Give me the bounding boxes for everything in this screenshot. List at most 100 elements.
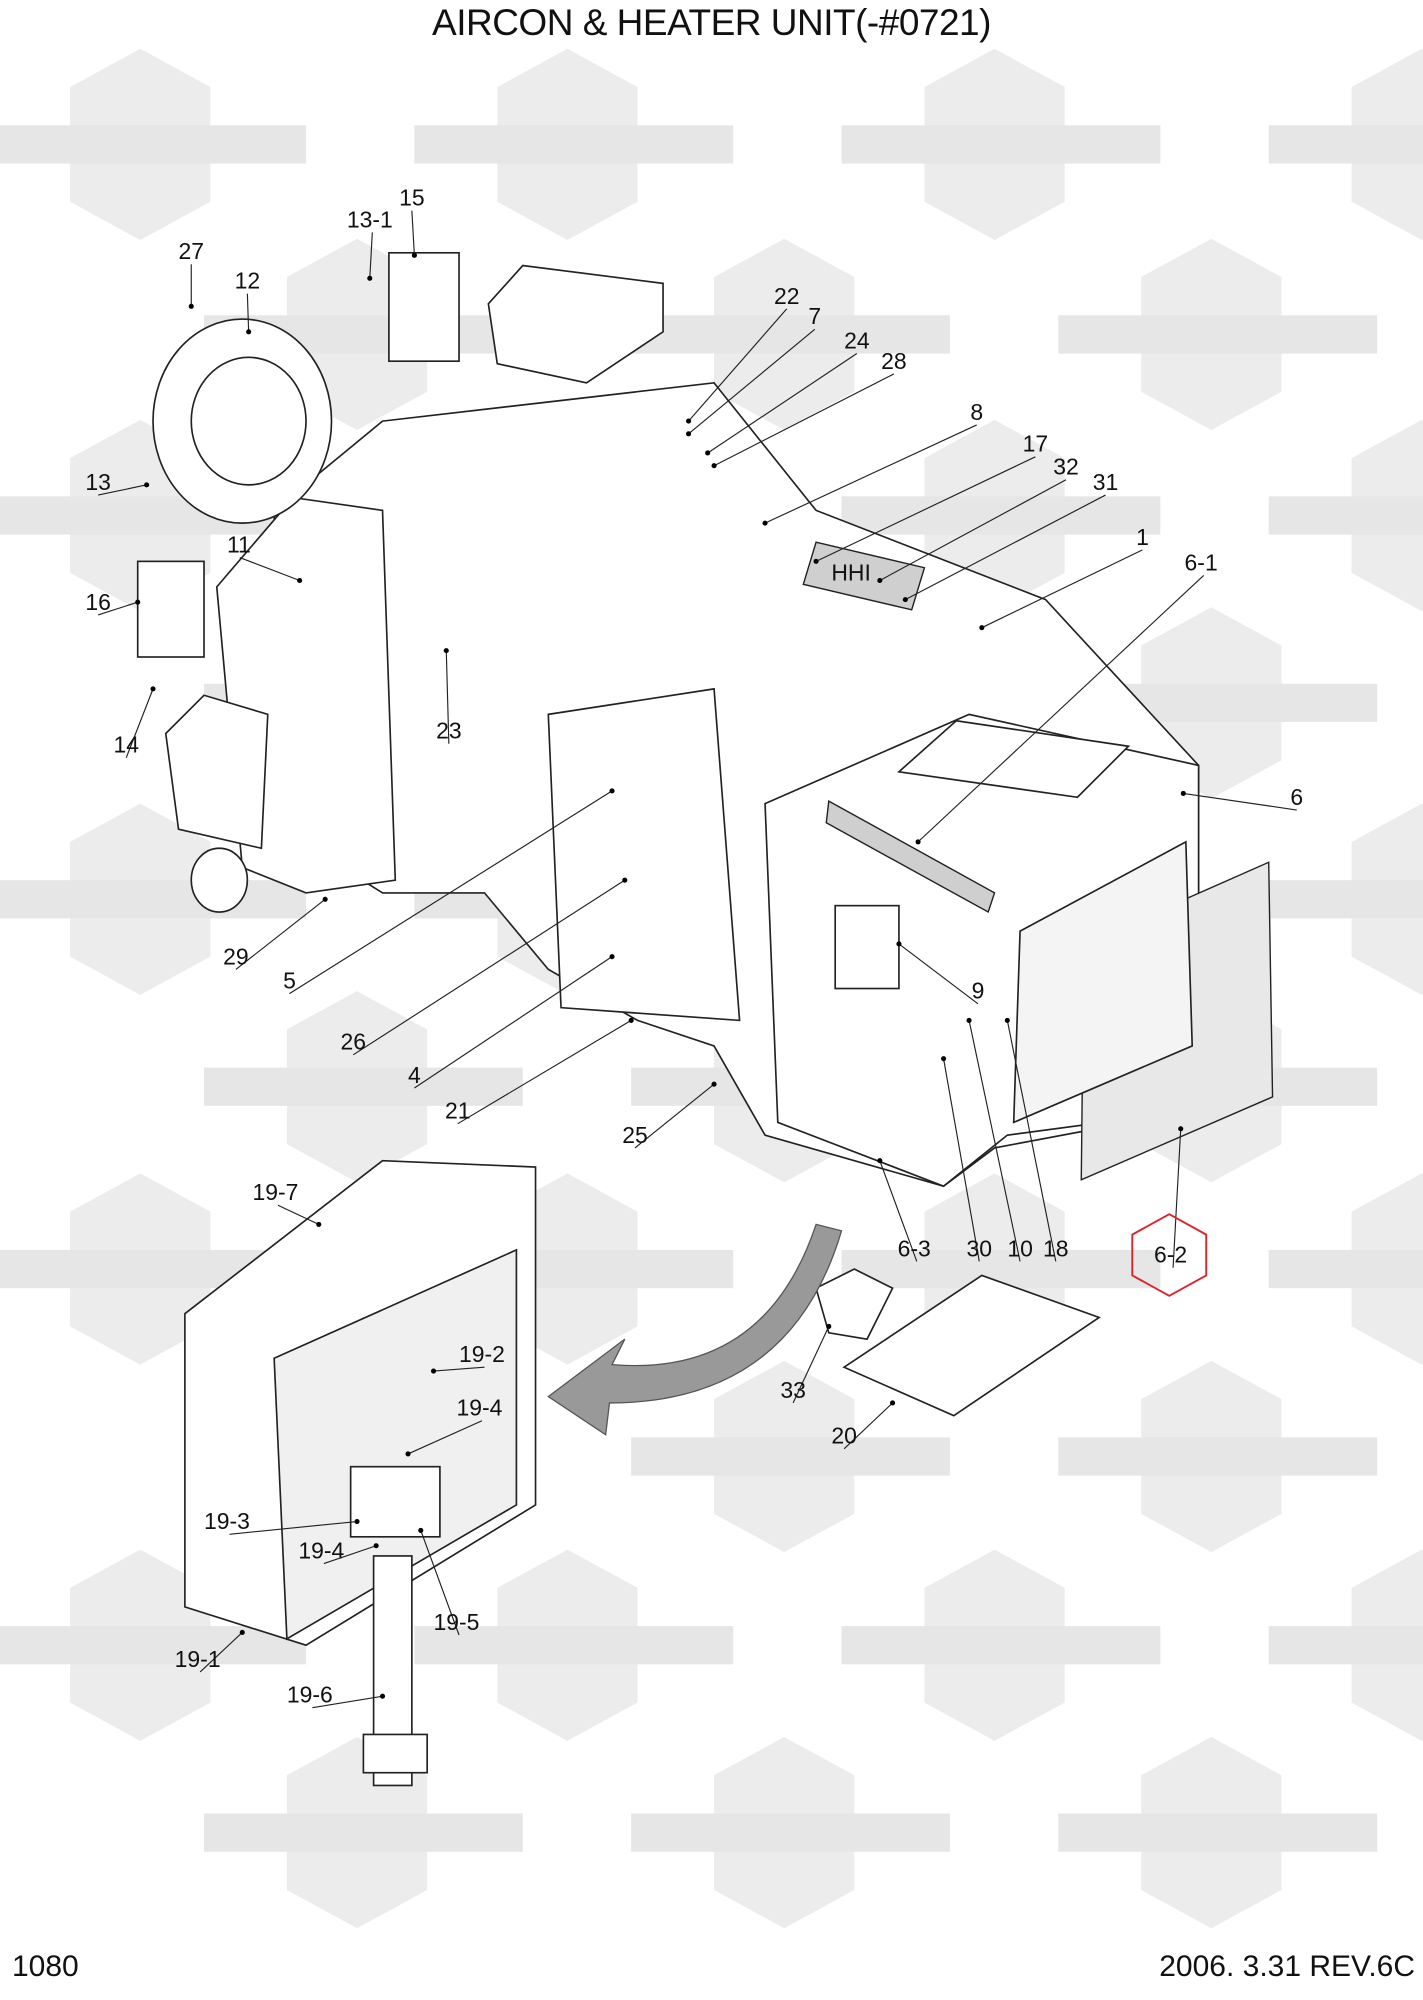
part-label-19-5[interactable]: 19-5 [434, 1609, 480, 1635]
watermark-logo [0, 1549, 307, 1741]
leader-line [843, 1402, 893, 1450]
leader-line [235, 898, 326, 970]
leader-line [815, 456, 1036, 562]
part-label-9[interactable]: 9 [972, 978, 985, 1004]
leader-line [792, 1326, 830, 1404]
leader-line [239, 557, 300, 582]
watermark-logo [841, 1549, 1161, 1741]
part-label-19-4[interactable]: 19-4 [298, 1537, 344, 1563]
part-label-15[interactable]: 15 [399, 185, 425, 211]
leader-dot [890, 1400, 896, 1406]
leader-dot [297, 577, 303, 584]
leader-line [445, 650, 450, 744]
part-label-30[interactable]: 30 [967, 1235, 993, 1261]
part-label-32[interactable]: 32 [1053, 454, 1079, 480]
part-label-6-2[interactable]: 6-2 [1154, 1242, 1187, 1268]
part-label-29[interactable]: 29 [223, 943, 249, 969]
part-label-6-3[interactable]: 6-3 [898, 1235, 931, 1261]
actuator-16 [136, 560, 205, 658]
part-label-5[interactable]: 5 [283, 968, 296, 994]
part-label-31[interactable]: 31 [1093, 469, 1119, 495]
leader-dot [826, 1323, 832, 1329]
part-label-19-3[interactable]: 19-3 [204, 1508, 250, 1534]
part-label-33[interactable]: 33 [780, 1377, 806, 1403]
part-label-23[interactable]: 23 [436, 718, 462, 744]
watermark-logo [1268, 1549, 1423, 1741]
leader-dot [150, 686, 156, 692]
part-label-20[interactable]: 20 [831, 1423, 857, 1449]
part-label-12[interactable]: 12 [235, 268, 261, 294]
part-label-28[interactable]: 28 [881, 348, 907, 374]
leader-dot [813, 558, 819, 564]
part-label-1[interactable]: 1 [1136, 524, 1149, 550]
leader-dot [379, 1693, 386, 1699]
leader-line [277, 1204, 320, 1225]
part-label-18[interactable]: 18 [1043, 1235, 1069, 1261]
leader-line [1006, 1020, 1057, 1262]
part-label-13[interactable]: 13 [85, 469, 111, 495]
part-label-19-7[interactable]: 19-7 [252, 1179, 298, 1205]
leader-line [688, 308, 788, 422]
watermark-logo [1268, 1173, 1423, 1365]
watermark-logo [631, 1360, 950, 1553]
part-label-27[interactable]: 27 [179, 238, 205, 264]
part-label-26[interactable]: 26 [340, 1029, 366, 1055]
part-label-4[interactable]: 4 [408, 1062, 421, 1088]
part-label-11[interactable]: 11 [227, 531, 251, 557]
leader-dot [711, 1081, 717, 1087]
leader-dot [1178, 1126, 1184, 1132]
expansion-valve-19-3 [349, 1465, 441, 1538]
part-label-22[interactable]: 22 [774, 283, 800, 309]
leader-line [879, 479, 1067, 582]
page-number: 1080 [12, 1950, 79, 1983]
leader-line [98, 484, 147, 496]
leader-dot [877, 577, 883, 584]
part-label-6[interactable]: 6 [1290, 784, 1303, 810]
leader-line [879, 1160, 918, 1262]
leader-dot [322, 896, 328, 902]
leader-line [713, 373, 895, 467]
leader-line [246, 293, 250, 332]
part-label-13-1[interactable]: 13-1 [347, 206, 393, 232]
leader-line [1172, 1128, 1182, 1268]
part-label-19-6[interactable]: 19-6 [287, 1682, 333, 1708]
leader-dot [896, 941, 902, 947]
leader-lines [98, 210, 1297, 1709]
leader-dot [135, 599, 141, 605]
leader-dot [246, 329, 252, 335]
pad-20 [842, 1274, 1101, 1417]
part-label-21[interactable]: 21 [445, 1098, 471, 1124]
watermark-logo [0, 803, 307, 995]
part-label-8[interactable]: 8 [970, 399, 983, 425]
leader-dot [902, 597, 908, 603]
leader-line [414, 956, 613, 1089]
part-label-24[interactable]: 24 [844, 327, 870, 353]
hhi-decal [802, 541, 926, 611]
leader-line [125, 688, 154, 758]
part-label-17[interactable]: 17 [1023, 431, 1049, 457]
leader-dot [367, 275, 373, 281]
grille [1012, 840, 1194, 1124]
part-label-19-2[interactable]: 19-2 [459, 1341, 505, 1367]
leader-dot [705, 450, 711, 456]
part-label-19-1[interactable]: 19-1 [175, 1646, 221, 1672]
leader-line [457, 1019, 632, 1125]
part-label-19-4[interactable]: 19-4 [456, 1395, 502, 1421]
leader-dot [405, 1451, 411, 1457]
part-label-25[interactable]: 25 [622, 1122, 648, 1148]
leader-dot [685, 431, 692, 437]
evaporator-core [273, 1248, 518, 1641]
part-label-7[interactable]: 7 [808, 303, 821, 329]
leader-line [968, 1020, 1021, 1262]
leader-line [634, 1083, 715, 1149]
parts-drawing: HHI [136, 251, 1274, 1787]
duct-inlet [164, 694, 269, 850]
part-label-10[interactable]: 10 [1007, 1235, 1033, 1261]
leader-dot [373, 1543, 379, 1549]
part-label-16[interactable]: 16 [85, 589, 111, 615]
part-label-6-1[interactable]: 6-1 [1185, 549, 1218, 575]
leader-dot [354, 1518, 360, 1525]
leader-dot [1180, 790, 1186, 796]
part-label-14[interactable]: 14 [113, 732, 139, 758]
